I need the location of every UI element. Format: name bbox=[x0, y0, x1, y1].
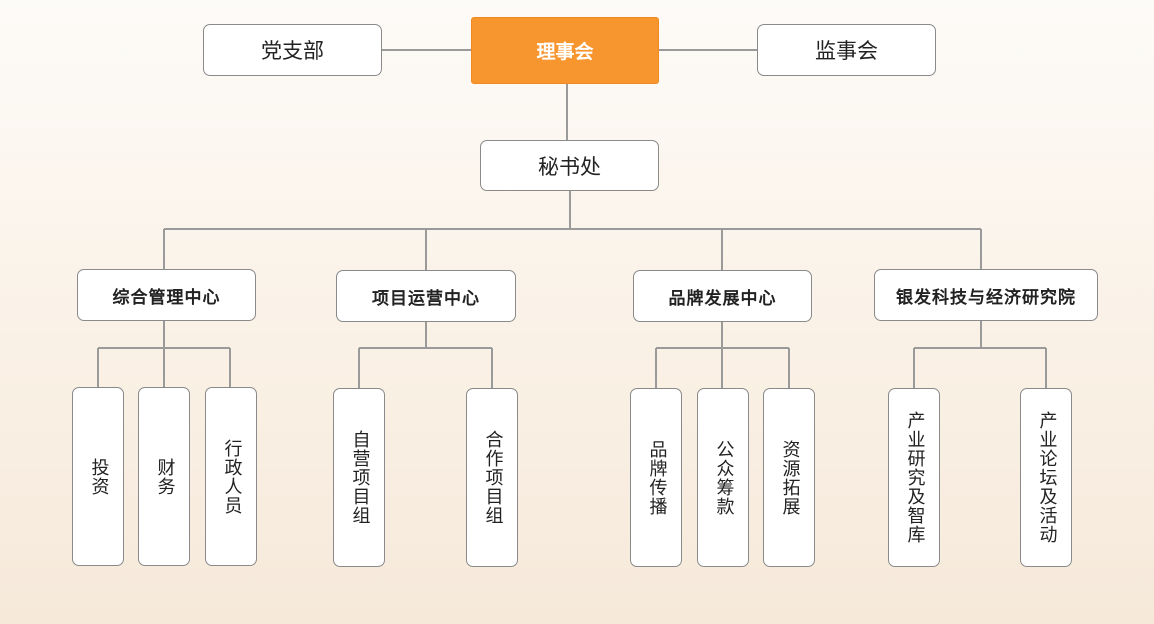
board-of-directors-label: 理事会 bbox=[536, 41, 594, 63]
party-branch-label: 党支部 bbox=[261, 39, 324, 63]
unit-label: 资源拓展 bbox=[779, 439, 801, 516]
unit-box: 行政人员 bbox=[205, 387, 257, 566]
unit-box: 合作项目组 bbox=[466, 388, 518, 567]
unit-box: 投资 bbox=[72, 387, 124, 566]
unit-box: 公众筹款 bbox=[697, 388, 749, 567]
dept-box: 品牌发展中心 bbox=[633, 270, 812, 322]
unit-label: 行政人员 bbox=[221, 438, 243, 515]
supervisory-board-box: 监事会 bbox=[757, 24, 936, 76]
unit-box: 产业论坛及活动 bbox=[1020, 388, 1072, 567]
unit-label: 合作项目组 bbox=[482, 430, 504, 525]
supervisory-board-label: 监事会 bbox=[815, 39, 878, 63]
dept-box: 综合管理中心 bbox=[77, 269, 256, 321]
dept-box: 项目运营中心 bbox=[336, 270, 516, 322]
unit-label: 品牌传播 bbox=[646, 439, 668, 516]
unit-label: 投资 bbox=[88, 457, 110, 496]
unit-box: 财务 bbox=[138, 387, 190, 566]
dept-label: 品牌发展中心 bbox=[668, 288, 777, 309]
dept-label: 项目运营中心 bbox=[372, 288, 480, 309]
dept-label: 银发科技与经济研究院 bbox=[896, 287, 1076, 308]
unit-box: 产业研究及智库 bbox=[888, 388, 940, 567]
unit-label: 产业论坛及活动 bbox=[1036, 411, 1058, 544]
board-of-directors-box: 理事会 bbox=[471, 17, 659, 84]
unit-label: 产业研究及智库 bbox=[904, 411, 926, 544]
unit-box: 品牌传播 bbox=[630, 388, 682, 567]
dept-label: 综合管理中心 bbox=[112, 287, 221, 308]
unit-label: 财务 bbox=[154, 457, 176, 496]
secretariat-label: 秘书处 bbox=[538, 154, 601, 179]
unit-label: 自营项目组 bbox=[349, 430, 371, 525]
secretariat-box: 秘书处 bbox=[480, 140, 659, 191]
party-branch-box: 党支部 bbox=[203, 24, 382, 76]
unit-box: 自营项目组 bbox=[333, 388, 385, 567]
dept-box: 银发科技与经济研究院 bbox=[874, 269, 1098, 321]
unit-label: 公众筹款 bbox=[713, 439, 735, 516]
unit-box: 资源拓展 bbox=[763, 388, 815, 567]
